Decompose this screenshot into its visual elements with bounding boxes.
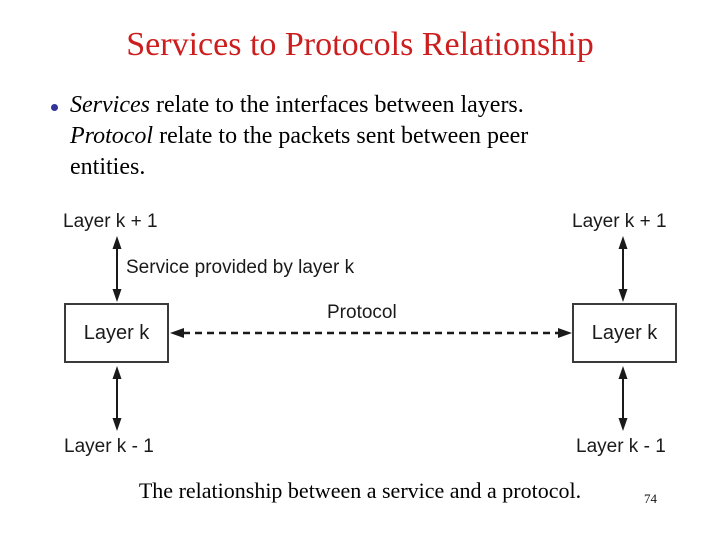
bullet-line-1: Services relate to the interfaces betwee… [70, 90, 650, 121]
bullet-line-1-italic: Services [70, 92, 150, 118]
layer-k-plus-1-right-label: Layer k + 1 [572, 211, 667, 232]
service-provided-label: Service provided by layer k [126, 257, 355, 278]
service-arrow-left-icon [112, 236, 122, 302]
protocol-label: Protocol [327, 302, 397, 323]
service-arrow-right-icon [618, 236, 628, 302]
slide-title: Services to Protocols Relationship [126, 26, 594, 63]
layer-k-plus-1-left-label: Layer k + 1 [63, 211, 158, 232]
page-number: 74 [644, 491, 657, 506]
bullet-line-2-italic: Protocol [70, 123, 154, 149]
layer-k-minus-1-left-label: Layer k - 1 [64, 436, 154, 457]
bullet-line-2: Protocol relate to the packets sent betw… [70, 121, 650, 152]
figure-caption: The relationship between a service and a… [138, 478, 582, 503]
bullet-paragraph: Services relate to the interfaces betwee… [70, 90, 650, 183]
protocol-dashed-arrow-icon [170, 328, 572, 338]
bullet-line-2-rest: relate to the packets sent between peer [153, 123, 529, 149]
interface-arrow-left-bottom-icon [112, 366, 122, 431]
layer-k-right-box-label: Layer k [591, 321, 658, 344]
layer-k-left-box-label: Layer k [83, 321, 150, 344]
interface-arrow-right-bottom-icon [618, 366, 628, 431]
layer-k-right-box: Layer k [572, 303, 677, 363]
bullet-dot-icon [51, 104, 58, 111]
layer-k-minus-1-right-label: Layer k - 1 [576, 436, 666, 457]
layer-k-left-box: Layer k [64, 303, 169, 363]
bullet-line-1-rest: relate to the interfaces between layers. [149, 92, 524, 118]
bullet-line-3: entities. [70, 154, 146, 180]
